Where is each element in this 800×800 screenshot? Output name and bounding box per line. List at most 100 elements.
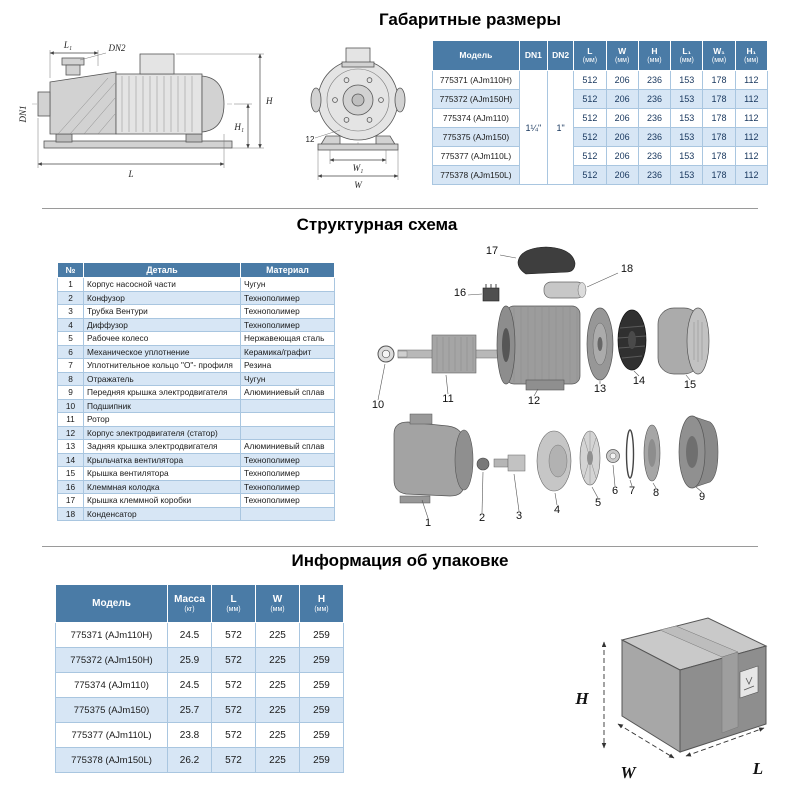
value-cell: 572 xyxy=(211,722,256,748)
part-14-fan xyxy=(617,309,647,371)
pump-front-view: 12 W₁ W xyxy=(306,47,406,190)
model-cell: 775378 (AJm150L) xyxy=(432,165,520,185)
part-8-deflector xyxy=(643,424,661,482)
dimensions-column-header: L₁(мм) xyxy=(670,40,704,71)
part-number-cell: 6 xyxy=(57,344,84,359)
exploded-callout-10: 10 xyxy=(372,399,384,411)
section-title-structure: Структурная схема xyxy=(296,215,458,234)
part-number-cell: 3 xyxy=(57,304,84,319)
part-material-cell: Технополимер xyxy=(240,466,335,481)
dimensions-column-header: DN2 xyxy=(547,40,575,71)
exploded-callout-5: 5 xyxy=(595,497,601,509)
value-cell: 259 xyxy=(299,747,344,773)
exploded-callout-4: 4 xyxy=(554,504,560,516)
part-material-cell: Алюминиевый сплав xyxy=(240,385,335,400)
value-cell: 572 xyxy=(211,697,256,723)
part-13-rear-cover xyxy=(586,307,614,381)
part-material-cell: Чугун xyxy=(240,277,335,292)
part-material-cell: Технополимер xyxy=(240,290,335,305)
model-cell: 775371 (AJm110H) xyxy=(432,70,520,90)
exploded-callout-13: 13 xyxy=(594,383,606,395)
part-name-cell: Крышка клеммной коробки xyxy=(83,493,241,508)
packaging-column-header: Масса(кг) xyxy=(167,584,212,623)
part-6-mechanical-seal xyxy=(606,449,620,463)
value-cell: 512 xyxy=(573,108,607,128)
part-3-venturi-tube xyxy=(493,454,526,472)
model-cell: 775375 (AJm150) xyxy=(432,127,520,147)
value-cell: 225 xyxy=(255,672,300,698)
part-material-cell xyxy=(240,425,335,440)
model-cell: 775374 (AJm110) xyxy=(55,672,168,698)
value-cell: 225 xyxy=(255,647,300,673)
part-number-cell: 14 xyxy=(57,452,84,467)
model-cell: 775372 (AJm150H) xyxy=(55,647,168,673)
exploded-callout-9: 9 xyxy=(699,491,705,503)
part-10-bearing xyxy=(377,345,395,363)
box-dim-l-label: L xyxy=(752,759,763,778)
value-cell: 26.2 xyxy=(167,747,212,773)
pump-side-view: L₁ DN2 DN1 H H₁ L xyxy=(18,40,273,179)
value-cell: 206 xyxy=(605,70,639,90)
value-cell: 112 xyxy=(734,89,769,109)
value-cell: 236 xyxy=(637,70,672,90)
part-4-diffuser xyxy=(536,430,572,492)
dimensions-column-header: DN1 xyxy=(518,40,549,71)
part-16-terminal-block xyxy=(482,284,500,302)
part-number-cell: 8 xyxy=(57,371,84,386)
part-name-cell: Крыльчатка вентилятора xyxy=(83,452,241,467)
value-cell: 112 xyxy=(734,127,769,147)
value-cell: 512 xyxy=(573,89,607,109)
model-cell: 775372 (AJm150H) xyxy=(432,89,520,109)
value-cell: 236 xyxy=(637,146,672,166)
dn2-cell: 1" xyxy=(547,70,575,185)
dn1-cell: 1¼" xyxy=(518,70,549,185)
exploded-callout-16: 16 xyxy=(454,287,466,299)
value-cell: 236 xyxy=(637,127,672,147)
part-number-cell: 17 xyxy=(57,493,84,508)
dimensions-column-header: H(мм) xyxy=(637,40,672,71)
value-cell: 112 xyxy=(734,70,769,90)
packaging-column-header: W(мм) xyxy=(255,584,300,623)
value-cell: 112 xyxy=(734,165,769,185)
part-name-cell: Трубка Вентури xyxy=(83,304,241,319)
part-7-o-ring xyxy=(625,429,635,479)
part-material-cell: Керамика/графит xyxy=(240,344,335,359)
packaging-column-header: L(мм) xyxy=(211,584,256,623)
part-number-cell: 7 xyxy=(57,358,84,373)
part-5-impeller xyxy=(579,430,601,486)
value-cell: 23.8 xyxy=(167,722,212,748)
part-name-cell: Подшипник xyxy=(83,398,241,413)
value-cell: 259 xyxy=(299,722,344,748)
value-cell: 225 xyxy=(255,722,300,748)
part-material-cell: Алюминиевый сплав xyxy=(240,439,335,454)
value-cell: 225 xyxy=(255,697,300,723)
part-material-cell xyxy=(240,506,335,521)
part-number-cell: 9 xyxy=(57,385,84,400)
parts-column-header: Деталь xyxy=(83,262,241,278)
value-cell: 512 xyxy=(573,70,607,90)
exploded-callout-3: 3 xyxy=(516,510,522,522)
part-material-cell: Технополимер xyxy=(240,317,335,332)
model-cell: 775375 (AJm150) xyxy=(55,697,168,723)
